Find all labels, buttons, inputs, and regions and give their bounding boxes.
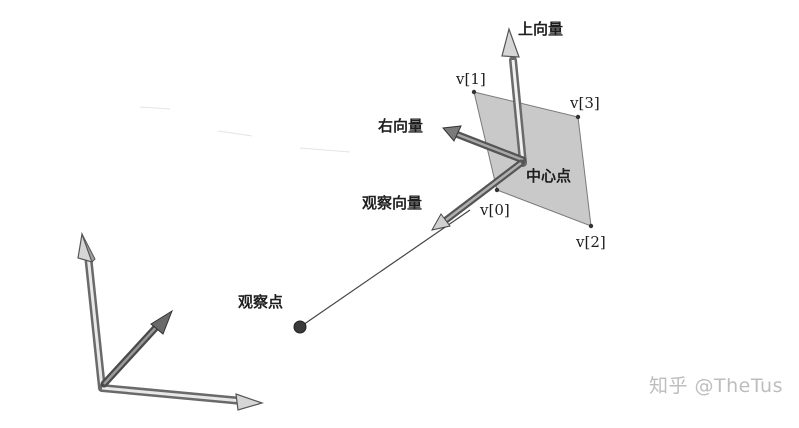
v1-label: v[1] — [455, 70, 486, 88]
coordinate-axes — [77, 231, 264, 411]
center-point-label: 中心点 — [526, 167, 571, 185]
view-vector-label: 观察向量 — [362, 194, 422, 212]
up-vector-arrow — [501, 26, 527, 167]
right-vector-arrow — [442, 125, 527, 164]
corner-point-v1 — [471, 89, 477, 95]
v2-label: v[2] — [575, 233, 606, 251]
up-vector-label: 上向量 — [518, 20, 563, 38]
view-line — [299, 209, 471, 328]
corner-point-v0 — [494, 187, 500, 193]
watermark-text: 知乎 @TheTus — [648, 375, 783, 397]
axis-x-arrow — [98, 384, 264, 411]
axis-z-arrow — [100, 309, 174, 388]
view-point-dot — [293, 320, 307, 334]
right-vector-label: 右向量 — [378, 117, 423, 135]
axis-y-arrow — [77, 231, 106, 392]
v0-label: v[0] — [479, 201, 510, 219]
view-point-label: 观察点 — [238, 293, 283, 311]
view-vector-arrow — [431, 159, 525, 231]
corner-point-v2 — [588, 223, 594, 229]
corner-point-v3 — [575, 114, 581, 120]
scan-artifacts — [139, 106, 351, 153]
v3-label: v[3] — [569, 94, 600, 112]
